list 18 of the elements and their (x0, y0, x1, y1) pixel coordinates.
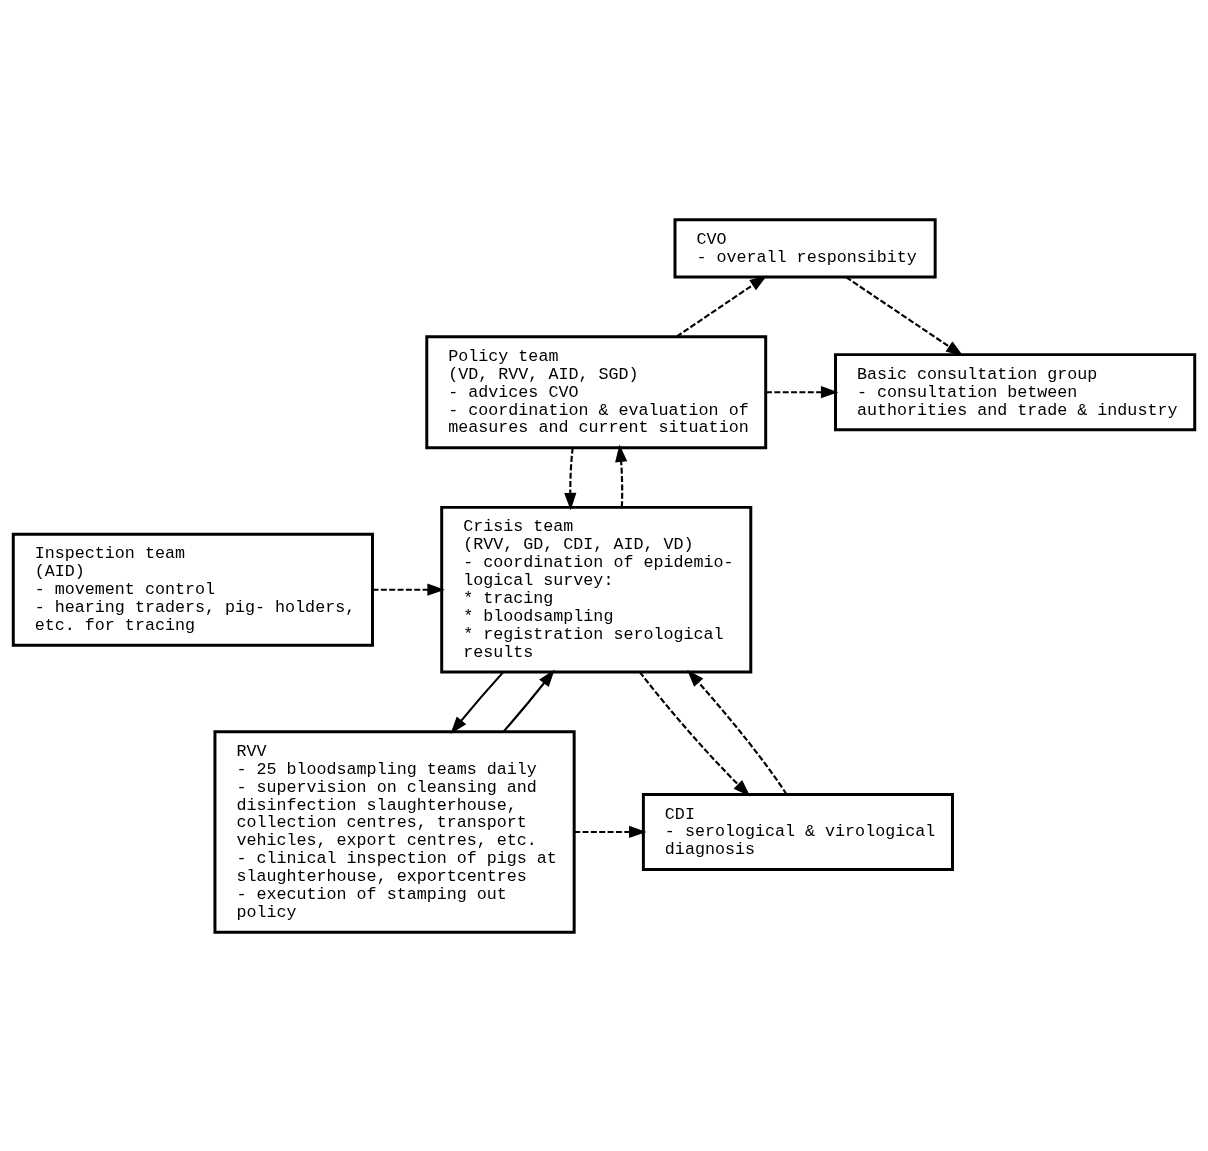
arrow (638, 670, 751, 797)
arrow (615, 444, 628, 507)
arrow (450, 670, 505, 734)
arrow (574, 825, 647, 838)
node-box: CDI - serological & virological diagnosis (641, 792, 954, 871)
arrow (564, 447, 577, 510)
node-box: Crisis team (RVV, GD, CDI, AID, VD) - coordination of epidemio- logical survey: * tracing * bloodsampling * registration serological results (440, 505, 753, 674)
arrow (502, 669, 555, 732)
arrow (766, 385, 839, 398)
arrow (676, 274, 767, 337)
arrow (372, 583, 445, 596)
node-box: Basic consultation group - consultation between authorities and trade & industry (834, 352, 1197, 431)
node-box: Policy team (VD, RVV, AID, SGD) - advices CVO - coordination & evaluation of measures and current situation (425, 334, 768, 449)
arrow (687, 669, 788, 795)
node-box: Inspection team (AID) - movement control - hearing traders, pig- holders, etc. for tracing (11, 532, 374, 647)
node-box: RVV - 25 bloodsampling teams daily - supervision on cleansing and disinfection slaughterhouse, collection centres, transport vehicles, export centres, etc. - clinical inspection of pigs at slaughterhouse, exportcentres - execution of stamping out policy (213, 729, 576, 934)
node-box: CVO - overall responsibity (673, 217, 937, 279)
arrow (845, 275, 964, 356)
